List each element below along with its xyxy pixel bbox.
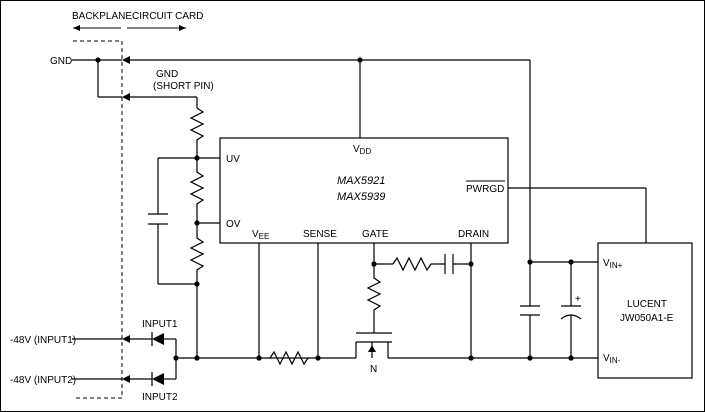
- gate-drain-capacitor: [444, 254, 471, 274]
- mosfet-label: N: [370, 364, 377, 375]
- vin-minus-sub: IN-: [610, 356, 621, 365]
- ic-part-2: MAX5939: [337, 191, 385, 203]
- backplane-arrow: [73, 25, 121, 31]
- pin-vdd-sub: DD: [360, 147, 372, 156]
- gnd-label: GND: [50, 56, 72, 67]
- input2-label: -48V (INPUT2): [10, 375, 76, 386]
- cap-plus-sign: +: [575, 294, 581, 305]
- pin-vee-label: VEE: [252, 229, 269, 241]
- return-wire: [176, 355, 598, 361]
- diode-input1: [151, 332, 176, 346]
- pin-vdd-label: VDD: [353, 144, 371, 156]
- pin-sense-label: SENSE: [303, 229, 337, 240]
- vin-plus-wire: [527, 259, 598, 265]
- gate-drain-resistor: [392, 256, 445, 272]
- pin-vee-sub: EE: [259, 232, 270, 241]
- gnd-short-pin-wire: [97, 60, 198, 108]
- input2-wire: [72, 375, 152, 383]
- electrolytic-capacitor: [560, 262, 582, 358]
- bypass-capacitor: [520, 262, 540, 358]
- lucent-module: [597, 242, 693, 379]
- ic-body: [219, 137, 509, 244]
- gnd-short-pin-label: (SHORT PIN): [153, 81, 214, 92]
- divider-resistor-mid: [189, 158, 205, 223]
- module-name: LUCENT: [627, 299, 667, 310]
- connector-boundary: [73, 40, 123, 399]
- pin-pwrgd-label: PWRGD: [466, 184, 504, 195]
- circuit-card-label: CIRCUIT CARD: [132, 11, 203, 22]
- gate-series-resistor: [366, 264, 382, 333]
- vin-plus-label: VIN+: [603, 258, 623, 270]
- diode2-label: INPUT2: [142, 392, 178, 403]
- pin-ov-label: OV: [226, 219, 241, 230]
- input1-label: -48V (INPUT1): [10, 335, 76, 346]
- diode-input2: [151, 372, 176, 386]
- pin-drain-label: DRAIN: [458, 229, 489, 240]
- backplane-label: BACKPLANE: [72, 11, 132, 22]
- pwrgd-wire: [508, 187, 647, 243]
- divider-resistor-top: [189, 107, 205, 158]
- vin-plus-sub: IN+: [610, 261, 623, 270]
- uv-filter-capacitor: [148, 157, 197, 285]
- gate-wire: [371, 243, 393, 267]
- input1-wire: [72, 335, 152, 343]
- pin-uv-label: UV: [226, 154, 240, 165]
- pin-gate-label: GATE: [362, 229, 389, 240]
- n-mosfet: [355, 332, 392, 358]
- circuit-card-arrow: [127, 25, 186, 31]
- divider-resistor-bottom: [189, 223, 205, 358]
- sense-resistor: [269, 350, 309, 366]
- gnd-wire: [72, 56, 531, 262]
- gnd-short-label: GND: [156, 69, 178, 80]
- ic-part-1: MAX5921: [337, 175, 385, 187]
- diode1-label: INPUT1: [142, 319, 178, 330]
- module-part: JW050A1-E: [620, 313, 674, 324]
- vin-minus-label: VIN-: [603, 353, 621, 365]
